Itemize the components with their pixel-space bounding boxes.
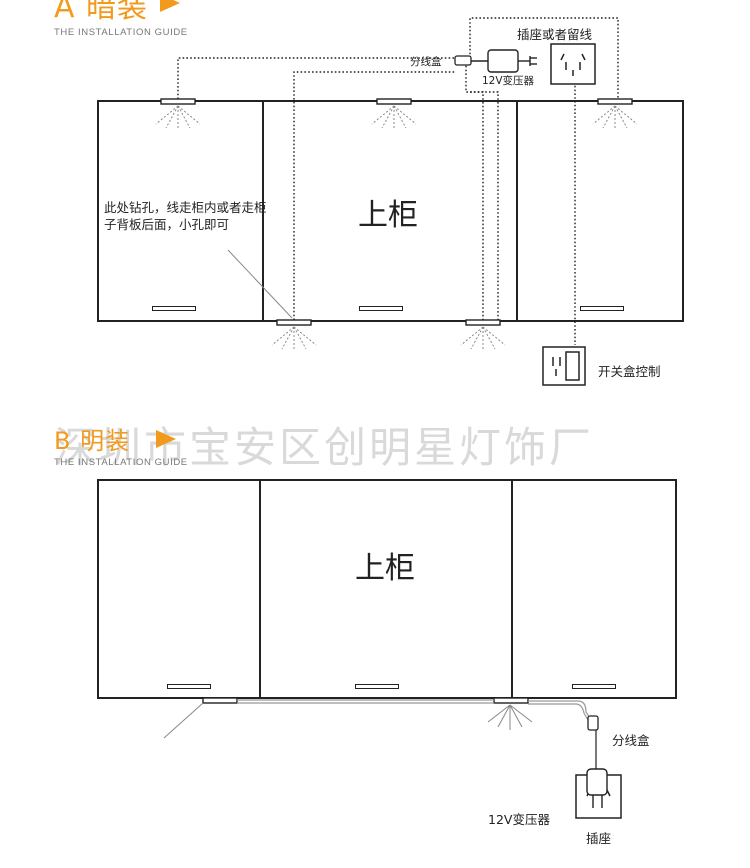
light-rays-icon xyxy=(155,105,638,131)
section-a-title: A 暗装 xyxy=(54,0,149,25)
cabinet-handle xyxy=(152,306,196,311)
surface-wire xyxy=(237,699,591,721)
transformer-icon xyxy=(586,768,608,808)
cabinet-divider xyxy=(262,100,264,322)
junction-box-icon xyxy=(587,715,599,731)
cabinet-divider xyxy=(259,479,261,699)
section-a-subtitle: THE INSTALLATION GUIDE xyxy=(54,27,188,38)
section-a-socket-label: 插座或者留线 xyxy=(517,27,593,42)
cabinet-divider xyxy=(511,479,513,699)
section-a-arrow-icon xyxy=(160,0,180,12)
light-icon xyxy=(276,319,501,326)
drill-note: 此处钻孔，线走柜内或者走柜子背板后面，小孔即可 xyxy=(104,200,267,232)
switch-box-label: 开关盒控制 xyxy=(598,364,661,379)
cabinet-handle xyxy=(167,684,211,689)
light-rays-icon xyxy=(163,702,533,739)
junction-box-icon xyxy=(454,55,472,66)
cabinet-handle xyxy=(572,684,616,689)
section-b-socket-label: 插座 xyxy=(586,831,612,846)
light-icon xyxy=(160,98,633,105)
concealed-wire xyxy=(177,17,619,345)
cabinet-handle xyxy=(355,684,399,689)
note-pointer xyxy=(227,249,293,319)
section-b-cabinet xyxy=(97,479,677,699)
section-a-cabinet-label: 上柜 xyxy=(358,198,418,233)
section-b-title: B 明装 xyxy=(54,427,131,455)
cabinet-handle xyxy=(359,306,403,311)
section-b-subtitle: THE INSTALLATION GUIDE xyxy=(54,457,188,468)
section-b-junction-box-label: 分线盒 xyxy=(612,733,650,748)
watermark: 深圳市宝安区创明星灯饰厂 xyxy=(54,423,595,472)
cabinet-handle xyxy=(580,306,624,311)
socket-icon xyxy=(550,43,596,85)
section-b-cabinet-label: 上柜 xyxy=(355,551,415,586)
switch-box-icon xyxy=(542,346,586,386)
section-a-transformer-label: 12V变压器 xyxy=(482,75,535,87)
section-b-arrow-icon xyxy=(156,430,176,448)
light-rays-icon xyxy=(271,326,506,352)
section-a-junction-box-label: 分线盒 xyxy=(410,56,442,68)
cabinet-divider xyxy=(516,100,518,322)
section-b-transformer-label: 12V变压器 xyxy=(488,812,550,827)
section-a-cabinet xyxy=(97,100,684,322)
transformer-icon xyxy=(471,49,537,73)
